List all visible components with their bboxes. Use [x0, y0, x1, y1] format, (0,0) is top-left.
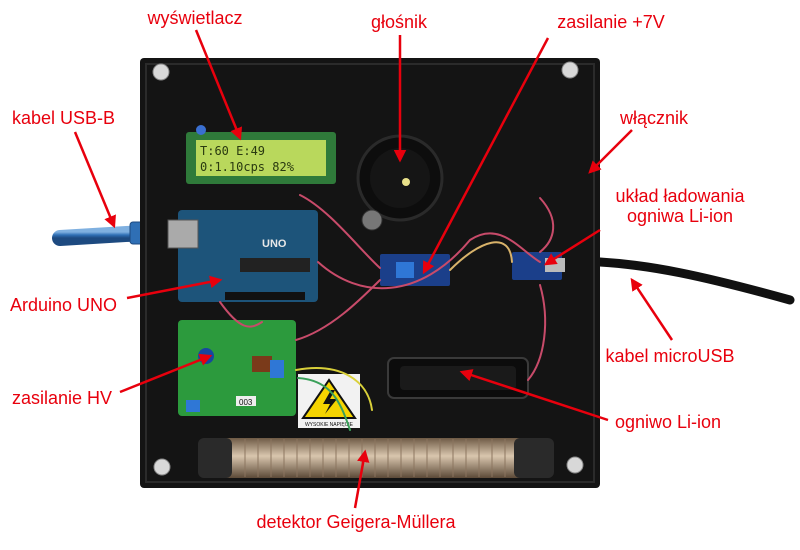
lcd-line-2: 0:1.10cps 82%	[200, 160, 295, 174]
label-cell: ogniwo Li-ion	[614, 412, 722, 432]
geiger-tube	[198, 438, 554, 478]
hv-board: 003	[178, 320, 296, 416]
lcd-line-1: T:60 E:49	[200, 144, 265, 158]
lcd-display: T:60 E:49 0:1.10cps 82%	[186, 125, 336, 184]
callout-arrows	[73, 29, 674, 509]
uno-mark: UNO	[262, 238, 287, 250]
label-charger: układ ładowania ogniwa Li-ion	[605, 186, 755, 226]
label-microusb: kabel microUSB	[605, 346, 735, 366]
screws	[152, 61, 584, 476]
label-arduino: Arduino UNO	[10, 295, 118, 315]
label-speaker: głośnik	[370, 12, 428, 32]
label-detector: detektor Geigera-Müllera	[256, 512, 456, 532]
speaker	[356, 134, 444, 231]
battery-holder	[387, 357, 529, 399]
arduino-board: UNO	[167, 210, 318, 302]
label-switch: włącznik	[619, 108, 689, 128]
label-charger-line-2: ogniwa Li-ion	[626, 206, 734, 226]
hv-board-mark: 003	[239, 398, 253, 407]
label-usb-cable: kabel USB-B	[12, 108, 116, 128]
label-power-7v: zasilanie +7V	[557, 12, 665, 32]
warning-text: WYSOKIE NAPIĘCIE	[305, 422, 354, 428]
label-display: wyświetlacz	[147, 8, 243, 28]
label-hv: zasilanie HV	[12, 388, 113, 408]
warning-sticker: WYSOKIE NAPIĘCIE	[298, 374, 360, 428]
wires	[219, 194, 555, 431]
label-charger-line-1: układ ładowania	[615, 186, 745, 206]
microusb-cable	[595, 257, 795, 305]
